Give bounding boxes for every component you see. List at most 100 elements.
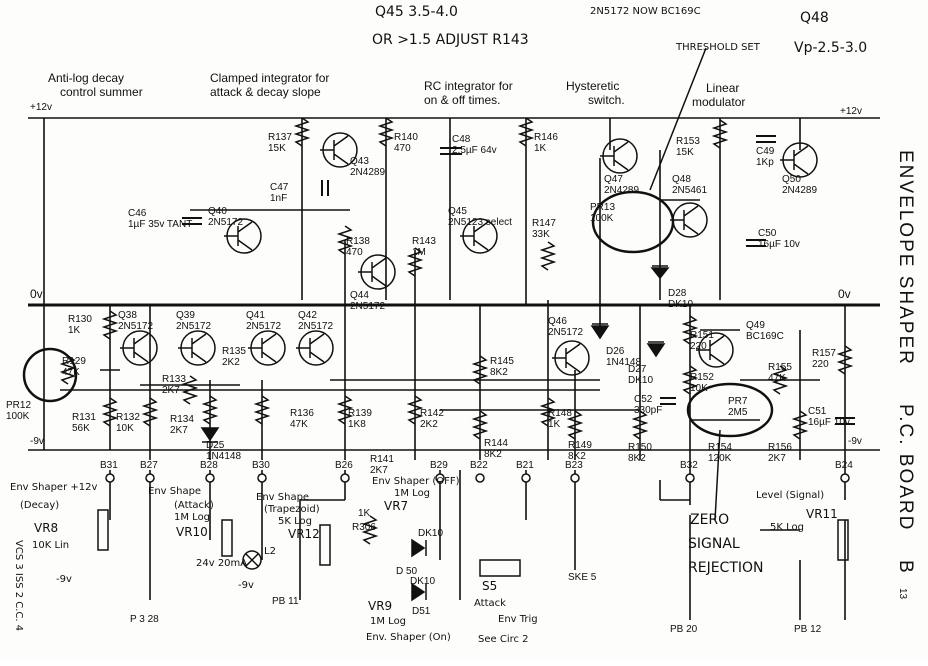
board-pin-label: B21 [516, 460, 534, 471]
pb28-label: P 3 28 [130, 614, 159, 625]
component-value: 2N5172 [246, 321, 281, 332]
transistor-leads [296, 333, 325, 363]
level-title: Level (Signal) [756, 490, 824, 501]
s5-label: S5 [482, 579, 497, 593]
component-ref: R146 [534, 132, 558, 143]
component-value: DK10 [628, 375, 653, 386]
component-value: 16µF 10v [808, 417, 850, 428]
transistor-leads [320, 135, 349, 165]
board-pin-terminal [570, 473, 580, 483]
vr8-sub: (Decay) [20, 500, 59, 511]
component-value: 2K7 [768, 453, 786, 464]
section-rc-2: on & off times. [424, 93, 500, 107]
board-pin-label: B27 [140, 460, 158, 471]
section-antilog: Anti-log decay [48, 71, 124, 85]
vr8-value: 10K Lin [32, 540, 69, 551]
vr7-label: VR7 [384, 499, 408, 513]
component-ref: R140 [394, 132, 418, 143]
vr12-title: Env Shape [256, 492, 309, 503]
component-value: 33K [532, 229, 550, 240]
component-value: 220 [812, 359, 829, 370]
vr7-value: 1M Log [394, 488, 430, 499]
component-ref: R151 [690, 330, 714, 341]
section-antilog-2: control summer [60, 85, 143, 99]
component-ref: D25 [206, 440, 225, 451]
resistor-symbol [406, 395, 424, 425]
component-ref: R133 [162, 374, 186, 385]
pb20-label: PB 20 [670, 624, 698, 635]
rail-plus12-right-label: +12v [840, 106, 862, 117]
component-ref: D28 [668, 288, 687, 299]
component-ref: R130 [68, 314, 92, 325]
vr7-title: Env Shaper (OFF) [372, 476, 460, 487]
component-ref: R143 [412, 236, 436, 247]
pb12-label: PB 12 [794, 624, 822, 635]
component-value: 1Kp [756, 157, 774, 168]
pr13-circle [591, 190, 675, 254]
component-value: 1N4148 [606, 357, 641, 368]
component-ref: R132 [116, 412, 140, 423]
component-ref: Q42 [298, 310, 317, 321]
component-ref: Q41 [246, 310, 265, 321]
resistor-symbol [336, 225, 354, 255]
d50-symbol [411, 538, 426, 558]
lamp-neg: -9v [238, 580, 254, 591]
resistor-symbol [836, 345, 854, 375]
component-ref: R149 [568, 440, 592, 451]
vr11-value: 5K Log [770, 522, 804, 533]
component-ref: R142 [420, 408, 444, 419]
note-q48: Q48 [800, 10, 829, 26]
component-value: 10K [116, 423, 134, 434]
lamp-rating: 24v 20mA [196, 558, 247, 569]
component-ref: PR7 [728, 396, 748, 407]
note-q47: 2N5172 NOW BC169C [590, 6, 701, 17]
board-pin-terminal [340, 473, 350, 483]
d28-symbol [650, 267, 670, 280]
component-value: 470 [346, 247, 363, 258]
component-ref: D27 [628, 364, 647, 375]
zero-signal-3: REJECTION [688, 560, 764, 576]
vr12-label: VR12 [288, 527, 320, 541]
resistor-symbol [253, 395, 271, 425]
d51-value: DK10 [410, 576, 435, 587]
section-linear: Linear [706, 81, 739, 95]
vr8-label: VR8 [34, 521, 58, 535]
component-ref: D26 [606, 346, 625, 357]
d27-symbol [646, 343, 666, 358]
component-ref: R148 [548, 408, 572, 419]
resistor-symbol [517, 117, 535, 147]
s5-trig: Env Trig [498, 614, 538, 625]
board-pin-label: B32 [680, 460, 698, 471]
vr12-sub: (Trapezoid) [264, 504, 320, 515]
component-value: 2K2 [222, 357, 240, 368]
pr7-circle [686, 382, 774, 438]
component-value: 2N5172 [208, 217, 243, 228]
component-value: 15K [676, 147, 694, 158]
component-value: 2K7 [370, 465, 388, 476]
component-ref: R136 [290, 408, 314, 419]
rail-zero-right-label: 0v [838, 287, 851, 301]
component-ref: R139 [348, 408, 372, 419]
component-value: 2N4289 [350, 167, 385, 178]
component-value: 2N4289 [604, 185, 639, 196]
